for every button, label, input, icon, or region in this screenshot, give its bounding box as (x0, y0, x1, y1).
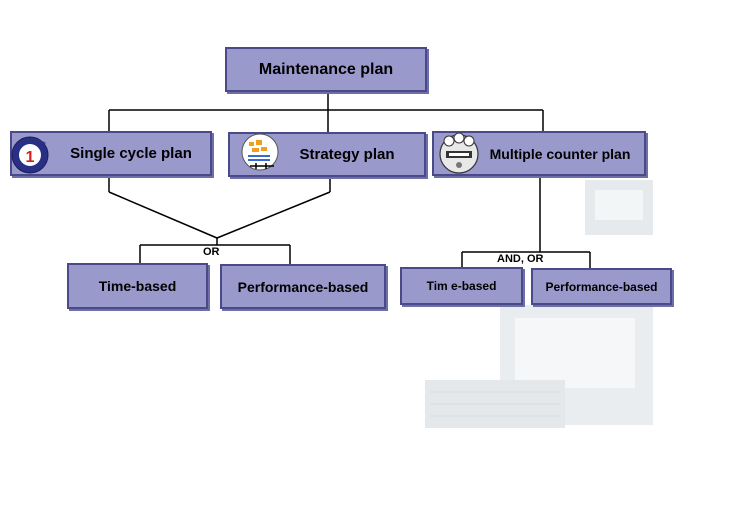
cycle-number-icon: 1 (11, 136, 49, 174)
leaf-label: Performance-based (545, 279, 658, 294)
leaf-label: Tim e-based (426, 279, 497, 293)
leaf-node-time-based: Tim e-based (400, 267, 523, 305)
leaf-node-performance-based: Performance-based (220, 264, 386, 309)
counters-gauge-icon (439, 132, 479, 174)
plan-label: Strategy plan (299, 146, 395, 163)
cycle-badge: 1 (26, 149, 35, 166)
plan-label: Single cycle plan (70, 145, 192, 162)
or-operator-label: OR (203, 246, 220, 258)
leaf-label: Time-based (98, 278, 177, 294)
and-or-operator-label: AND, OR (497, 253, 544, 265)
leaf-node-time-based: Time-based (67, 263, 208, 309)
leaf-node-performance-based: Performance-based (531, 268, 672, 305)
root-label: Maintenance plan (258, 60, 394, 78)
root-node-maintenance-plan: Maintenance plan (225, 47, 427, 92)
leaf-label: Performance-based (237, 278, 369, 295)
strategy-chart-icon (241, 133, 279, 171)
plan-label: Multiple counter plan (489, 145, 631, 162)
